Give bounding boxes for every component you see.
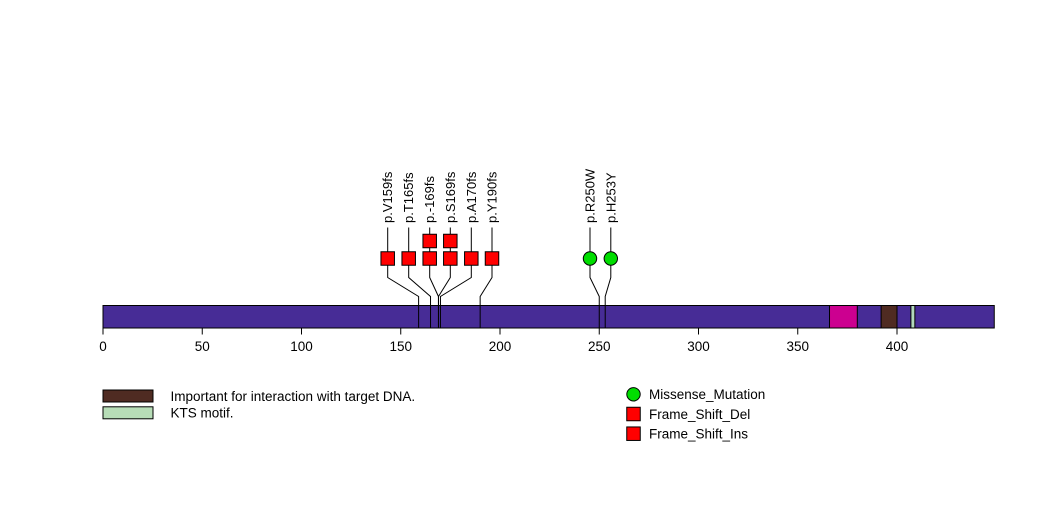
lollipop-marker[interactable] [443,251,458,266]
axis-tick-label: 250 [588,339,611,354]
axis-tick-label: 200 [489,339,512,354]
lollipop-marker[interactable] [422,233,437,249]
mutation-label: p.V159fs [380,171,395,223]
lollipop-marker[interactable] [380,251,395,266]
mutation-label: p.-169fs [422,176,437,223]
axis-tick-label: 0 [99,339,107,354]
axis-tick-label: 300 [687,339,710,354]
protein-bar [102,305,995,329]
axis-tick-label: 100 [290,339,313,354]
lollipop-marker[interactable] [401,251,416,266]
mutation-label: p.S169fs [443,171,458,223]
mutation-label: p.Y190fs [485,171,500,223]
lollipop-marker[interactable] [603,251,618,266]
domain-legend-swatch [102,389,154,403]
mutation-legend-marker [626,387,641,402]
domain-legend-swatch [102,406,154,420]
mutation-legend-label: Frame_Shift_Ins [649,427,748,442]
lollipop-marker[interactable] [464,251,479,266]
mutation-legend-marker [626,406,641,422]
axis-tick-label: 50 [195,339,210,354]
mutation-legend-label: Missense_Mutation [649,387,765,402]
axis-tick-label: 400 [886,339,909,354]
domain-region[interactable] [880,305,898,329]
mutation-legend-marker [626,426,641,441]
mutation-label: p.A170fs [464,171,479,223]
domain-legend-label: KTS motif. [171,406,234,421]
mutation-label: p.T165fs [401,172,416,223]
domain-region[interactable] [910,305,916,329]
axis-tick-label: 350 [786,339,809,354]
domain-region[interactable] [829,305,858,329]
lollipop-marker[interactable] [582,251,598,266]
lollipop-marker[interactable] [443,233,458,249]
domain-legend-label: Important for interaction with target DN… [171,389,416,404]
lollipop-marker[interactable] [422,251,437,266]
lollipop-marker[interactable] [484,251,500,266]
axis-tick-label: 150 [389,339,412,354]
mutation-label: p.H253Y [603,172,618,223]
mutation-label: p.R250W [583,168,598,223]
mutation-legend-label: Frame_Shift_Del [649,407,750,422]
